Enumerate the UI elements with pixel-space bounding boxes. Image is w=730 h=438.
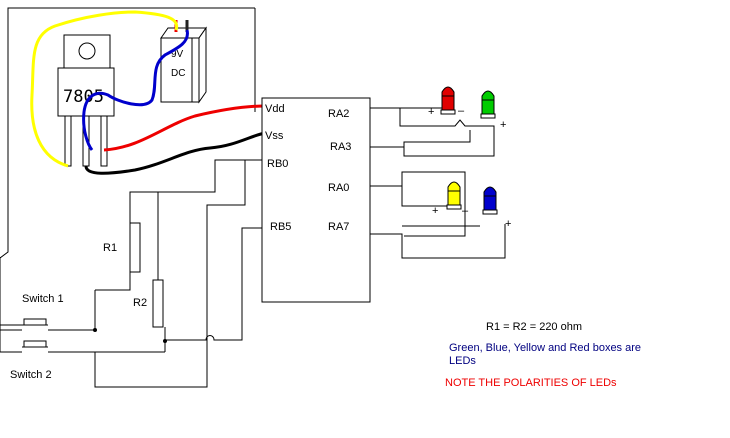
switch-1 [0, 318, 97, 332]
resistor-r2-label: R2 [133, 297, 147, 309]
pin-vss: Vss [265, 130, 284, 142]
black-wire [84, 131, 266, 175]
polarity-yellow-plus: + [432, 205, 438, 217]
pin-rb0: RB0 [267, 158, 288, 170]
pin-ra0: RA0 [328, 182, 349, 194]
resistor-r2 [152, 279, 164, 328]
polarity-yellow-minus: – [462, 205, 469, 217]
ground-frame-wire [0, 7, 256, 326]
polarity-blue-minus: – [470, 220, 477, 232]
pin-rb5: RB5 [270, 221, 291, 233]
led-yellow-body [447, 190, 461, 206]
polarity-red-minus: – [458, 105, 465, 117]
battery-type-label: DC [171, 68, 185, 79]
led-yellow [446, 181, 462, 210]
led-green-body [481, 99, 495, 115]
led-blue [482, 186, 498, 215]
switch-2-label: Switch 2 [10, 369, 52, 381]
mcu-body [261, 97, 371, 303]
gnd-return-wire [94, 160, 246, 388]
led-red-rim [440, 109, 456, 115]
voltage-regulator-7805: 7805 [57, 34, 115, 167]
battery-9v: 9V DC [160, 20, 207, 104]
blue-wire [82, 29, 189, 151]
pin-vdd: Vdd [265, 103, 285, 115]
pin-ra3: RA3 [330, 141, 351, 153]
led-yellow-dome [447, 181, 461, 192]
battery-body [160, 37, 200, 103]
switch-2-button [23, 340, 47, 348]
resistor-r1 [129, 222, 141, 273]
led-blue-dome [483, 186, 497, 197]
led-description-note: Green, Blue, Yellow and Red boxes are LE… [449, 342, 642, 367]
polarity-green-plus: + [500, 119, 506, 131]
rb0-wire [95, 159, 262, 291]
red-wire [103, 104, 266, 152]
ra3-wire [370, 125, 495, 157]
ra3-green-wire [403, 130, 471, 147]
pin-ra7: RA7 [328, 221, 349, 233]
led-green [480, 90, 496, 119]
pin-ra2: RA2 [328, 108, 349, 120]
switch-1-button [23, 318, 47, 326]
switch-2 [0, 339, 167, 353]
regulator-mounting-hole [78, 42, 96, 60]
polarity-warning-note: NOTE THE POLARITIES OF LEDs [445, 377, 617, 389]
regulator-lead-in [64, 115, 72, 167]
led-red-dome [441, 86, 455, 97]
led-green-rim [480, 113, 496, 119]
switch-1-label: Switch 1 [22, 293, 64, 305]
battery-voltage-label: 9V [171, 49, 184, 60]
led-blue-body [483, 195, 497, 211]
polarity-blue-plus: + [505, 218, 511, 230]
rb5-wire [164, 227, 262, 341]
resistor-r1-label: R1 [103, 242, 117, 254]
ra7-wire [370, 224, 506, 259]
led-red [440, 86, 456, 115]
polarity-green-minus: – [470, 120, 477, 132]
microcontroller: Vdd Vss RB0 RB5 RA2 RA3 RA0 RA7 [261, 97, 371, 303]
yellow-wire [30, 10, 179, 168]
resistor-value-note: R1 = R2 = 220 ohm [486, 321, 583, 333]
led-red-body [441, 95, 455, 111]
led-group [440, 86, 498, 215]
polarity-red-plus: + [428, 106, 434, 118]
led-yellow-rim [446, 204, 462, 210]
ra0-wire [370, 171, 466, 237]
regulator-lead-out [100, 115, 108, 167]
led-green-dome [481, 90, 495, 101]
regulator-label: 7805 [63, 87, 104, 107]
led-blue-rim [482, 209, 498, 215]
